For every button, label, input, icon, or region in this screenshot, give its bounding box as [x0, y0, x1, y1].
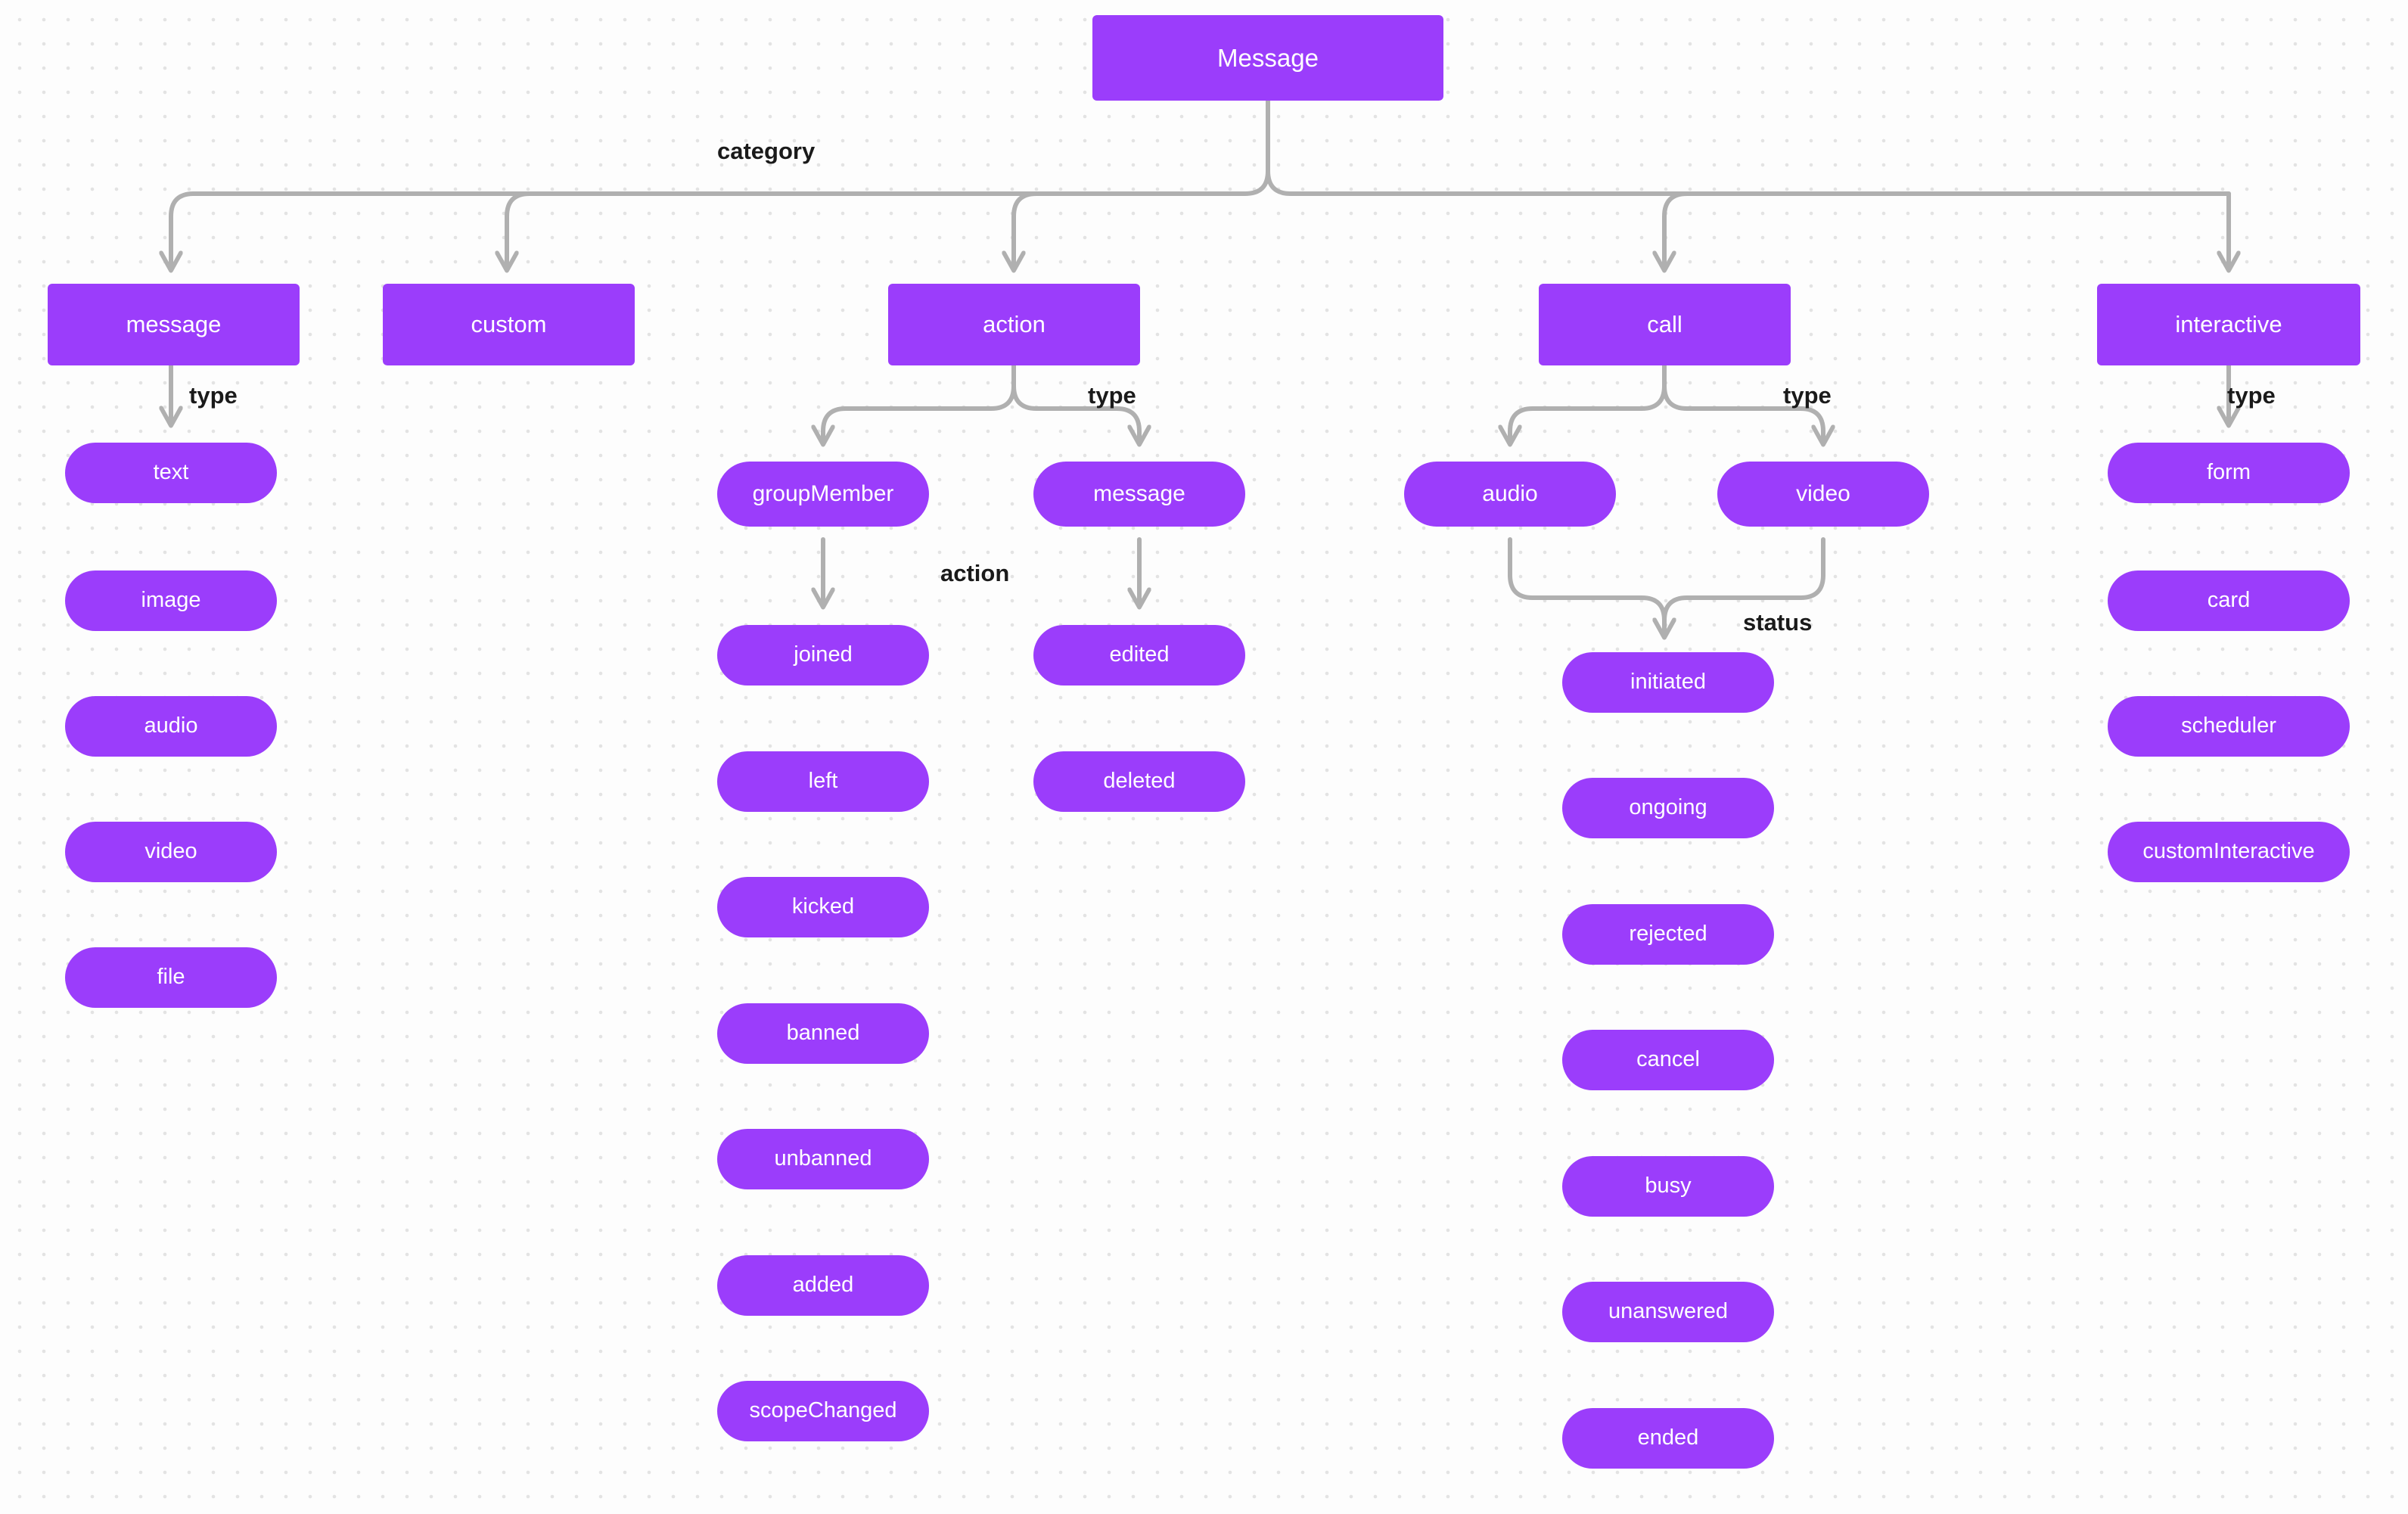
node-interactive-type-custominteractive[interactable]: customInteractive: [2108, 822, 2350, 882]
node-action-type-message[interactable]: message: [1033, 462, 1245, 527]
node-message-type-video[interactable]: video: [65, 822, 277, 882]
node-message-type-text-label: text: [153, 460, 189, 485]
node-call-type-audio[interactable]: audio: [1404, 462, 1616, 527]
node-message-action-deleted[interactable]: deleted: [1033, 751, 1245, 812]
node-category-message[interactable]: message: [48, 284, 300, 365]
edge-audio-initiated: [1508, 537, 1664, 636]
node-message-type-file[interactable]: file: [65, 947, 277, 1008]
node-call-status-unanswered[interactable]: unanswered: [1562, 1282, 1774, 1342]
node-group-action-scopechanged[interactable]: scopeChanged: [717, 1381, 929, 1441]
edge-label-category: category: [717, 138, 816, 164]
node-root-message[interactable]: Message: [1092, 15, 1443, 101]
node-call-status-ended[interactable]: ended: [1562, 1408, 1774, 1469]
edge-label-call-status: status: [1743, 609, 1813, 636]
node-group-action-unbanned-label: unbanned: [774, 1146, 872, 1171]
node-call-status-initiated-label: initiated: [1630, 670, 1706, 695]
node-group-action-banned[interactable]: banned: [717, 1003, 929, 1064]
node-category-call[interactable]: call: [1539, 284, 1791, 365]
edge-call-audio: [1510, 363, 1667, 443]
node-action-type-groupmember[interactable]: groupMember: [717, 462, 929, 527]
edge-root-bus-right: [1266, 98, 2231, 196]
node-interactive-type-card-label: card: [2207, 588, 2251, 613]
node-interactive-type-custominteractive-label: customInteractive: [2142, 839, 2315, 864]
node-call-status-cancel[interactable]: cancel: [1562, 1030, 1774, 1090]
node-category-custom[interactable]: custom: [383, 284, 635, 365]
node-message-action-edited[interactable]: edited: [1033, 625, 1245, 685]
node-action-type-message-label: message: [1093, 480, 1185, 506]
node-call-status-rejected[interactable]: rejected: [1562, 904, 1774, 965]
node-call-type-video[interactable]: video: [1717, 462, 1929, 527]
node-call-type-audio-label: audio: [1482, 480, 1538, 506]
node-category-action[interactable]: action: [888, 284, 1140, 365]
node-call-status-rejected-label: rejected: [1629, 922, 1707, 947]
node-interactive-type-scheduler-label: scheduler: [2181, 713, 2276, 738]
node-group-action-unbanned[interactable]: unbanned: [717, 1129, 929, 1189]
node-call-status-unanswered-label: unanswered: [1608, 1299, 1728, 1324]
edge-bus-action: [1014, 191, 1039, 269]
node-interactive-type-form[interactable]: form: [2108, 443, 2350, 503]
node-category-call-label: call: [1647, 311, 1682, 338]
node-message-type-video-label: video: [144, 839, 197, 864]
node-call-status-busy[interactable]: busy: [1562, 1156, 1774, 1217]
node-message-action-edited-label: edited: [1109, 642, 1170, 667]
node-group-action-kicked-label: kicked: [791, 894, 855, 919]
edge-action-groupmember: [823, 363, 1016, 443]
node-message-type-audio-label: audio: [144, 713, 198, 738]
node-group-action-left[interactable]: left: [717, 751, 929, 812]
node-call-status-ongoing-label: ongoing: [1629, 795, 1707, 820]
edge-label-group-action: action: [940, 560, 1010, 586]
edge-bus-message: [171, 191, 196, 269]
node-category-interactive[interactable]: interactive: [2097, 284, 2360, 365]
node-group-action-banned-label: banned: [786, 1021, 860, 1046]
node-group-action-joined-label: joined: [794, 642, 853, 667]
node-category-interactive-label: interactive: [2175, 311, 2282, 338]
node-interactive-type-scheduler[interactable]: scheduler: [2108, 696, 2350, 757]
node-category-custom-label: custom: [471, 311, 547, 338]
edge-bus-call: [1664, 191, 1689, 269]
edge-bus-custom: [507, 191, 532, 269]
edge-label-action-type: type: [1088, 382, 1136, 409]
edge-label-interactive-type: type: [2227, 382, 2276, 409]
edge-bus-custom-join: [507, 194, 530, 216]
node-call-status-ongoing[interactable]: ongoing: [1562, 778, 1774, 838]
node-message-type-audio[interactable]: audio: [65, 696, 277, 757]
edge-label-message-type: type: [189, 382, 238, 409]
node-message-type-text[interactable]: text: [65, 443, 277, 503]
node-message-action-deleted-label: deleted: [1103, 769, 1176, 794]
node-call-status-busy-label: busy: [1645, 1174, 1692, 1198]
node-group-action-left-label: left: [808, 769, 838, 794]
node-category-action-label: action: [983, 311, 1046, 338]
node-call-status-cancel-label: cancel: [1636, 1047, 1700, 1072]
node-message-type-image[interactable]: image: [65, 570, 277, 631]
node-action-type-groupmember-label: groupMember: [752, 480, 894, 506]
node-call-status-ended-label: ended: [1637, 1425, 1699, 1450]
edge-label-call-type: type: [1783, 382, 1832, 409]
node-call-type-video-label: video: [1796, 480, 1850, 506]
node-group-action-added-label: added: [792, 1273, 854, 1298]
node-interactive-type-form-label: form: [2207, 460, 2251, 485]
node-message-type-image-label: image: [141, 588, 201, 613]
node-group-action-joined[interactable]: joined: [717, 625, 929, 685]
node-group-action-scopechanged-label: scopeChanged: [749, 1398, 897, 1423]
node-root-message-label: Message: [1217, 43, 1319, 72]
node-call-status-initiated[interactable]: initiated: [1562, 652, 1774, 713]
node-interactive-type-card[interactable]: card: [2108, 570, 2350, 631]
node-message-type-file-label: file: [157, 965, 185, 990]
node-category-message-label: message: [126, 311, 222, 338]
node-group-action-kicked[interactable]: kicked: [717, 877, 929, 937]
node-group-action-added[interactable]: added: [717, 1255, 929, 1316]
